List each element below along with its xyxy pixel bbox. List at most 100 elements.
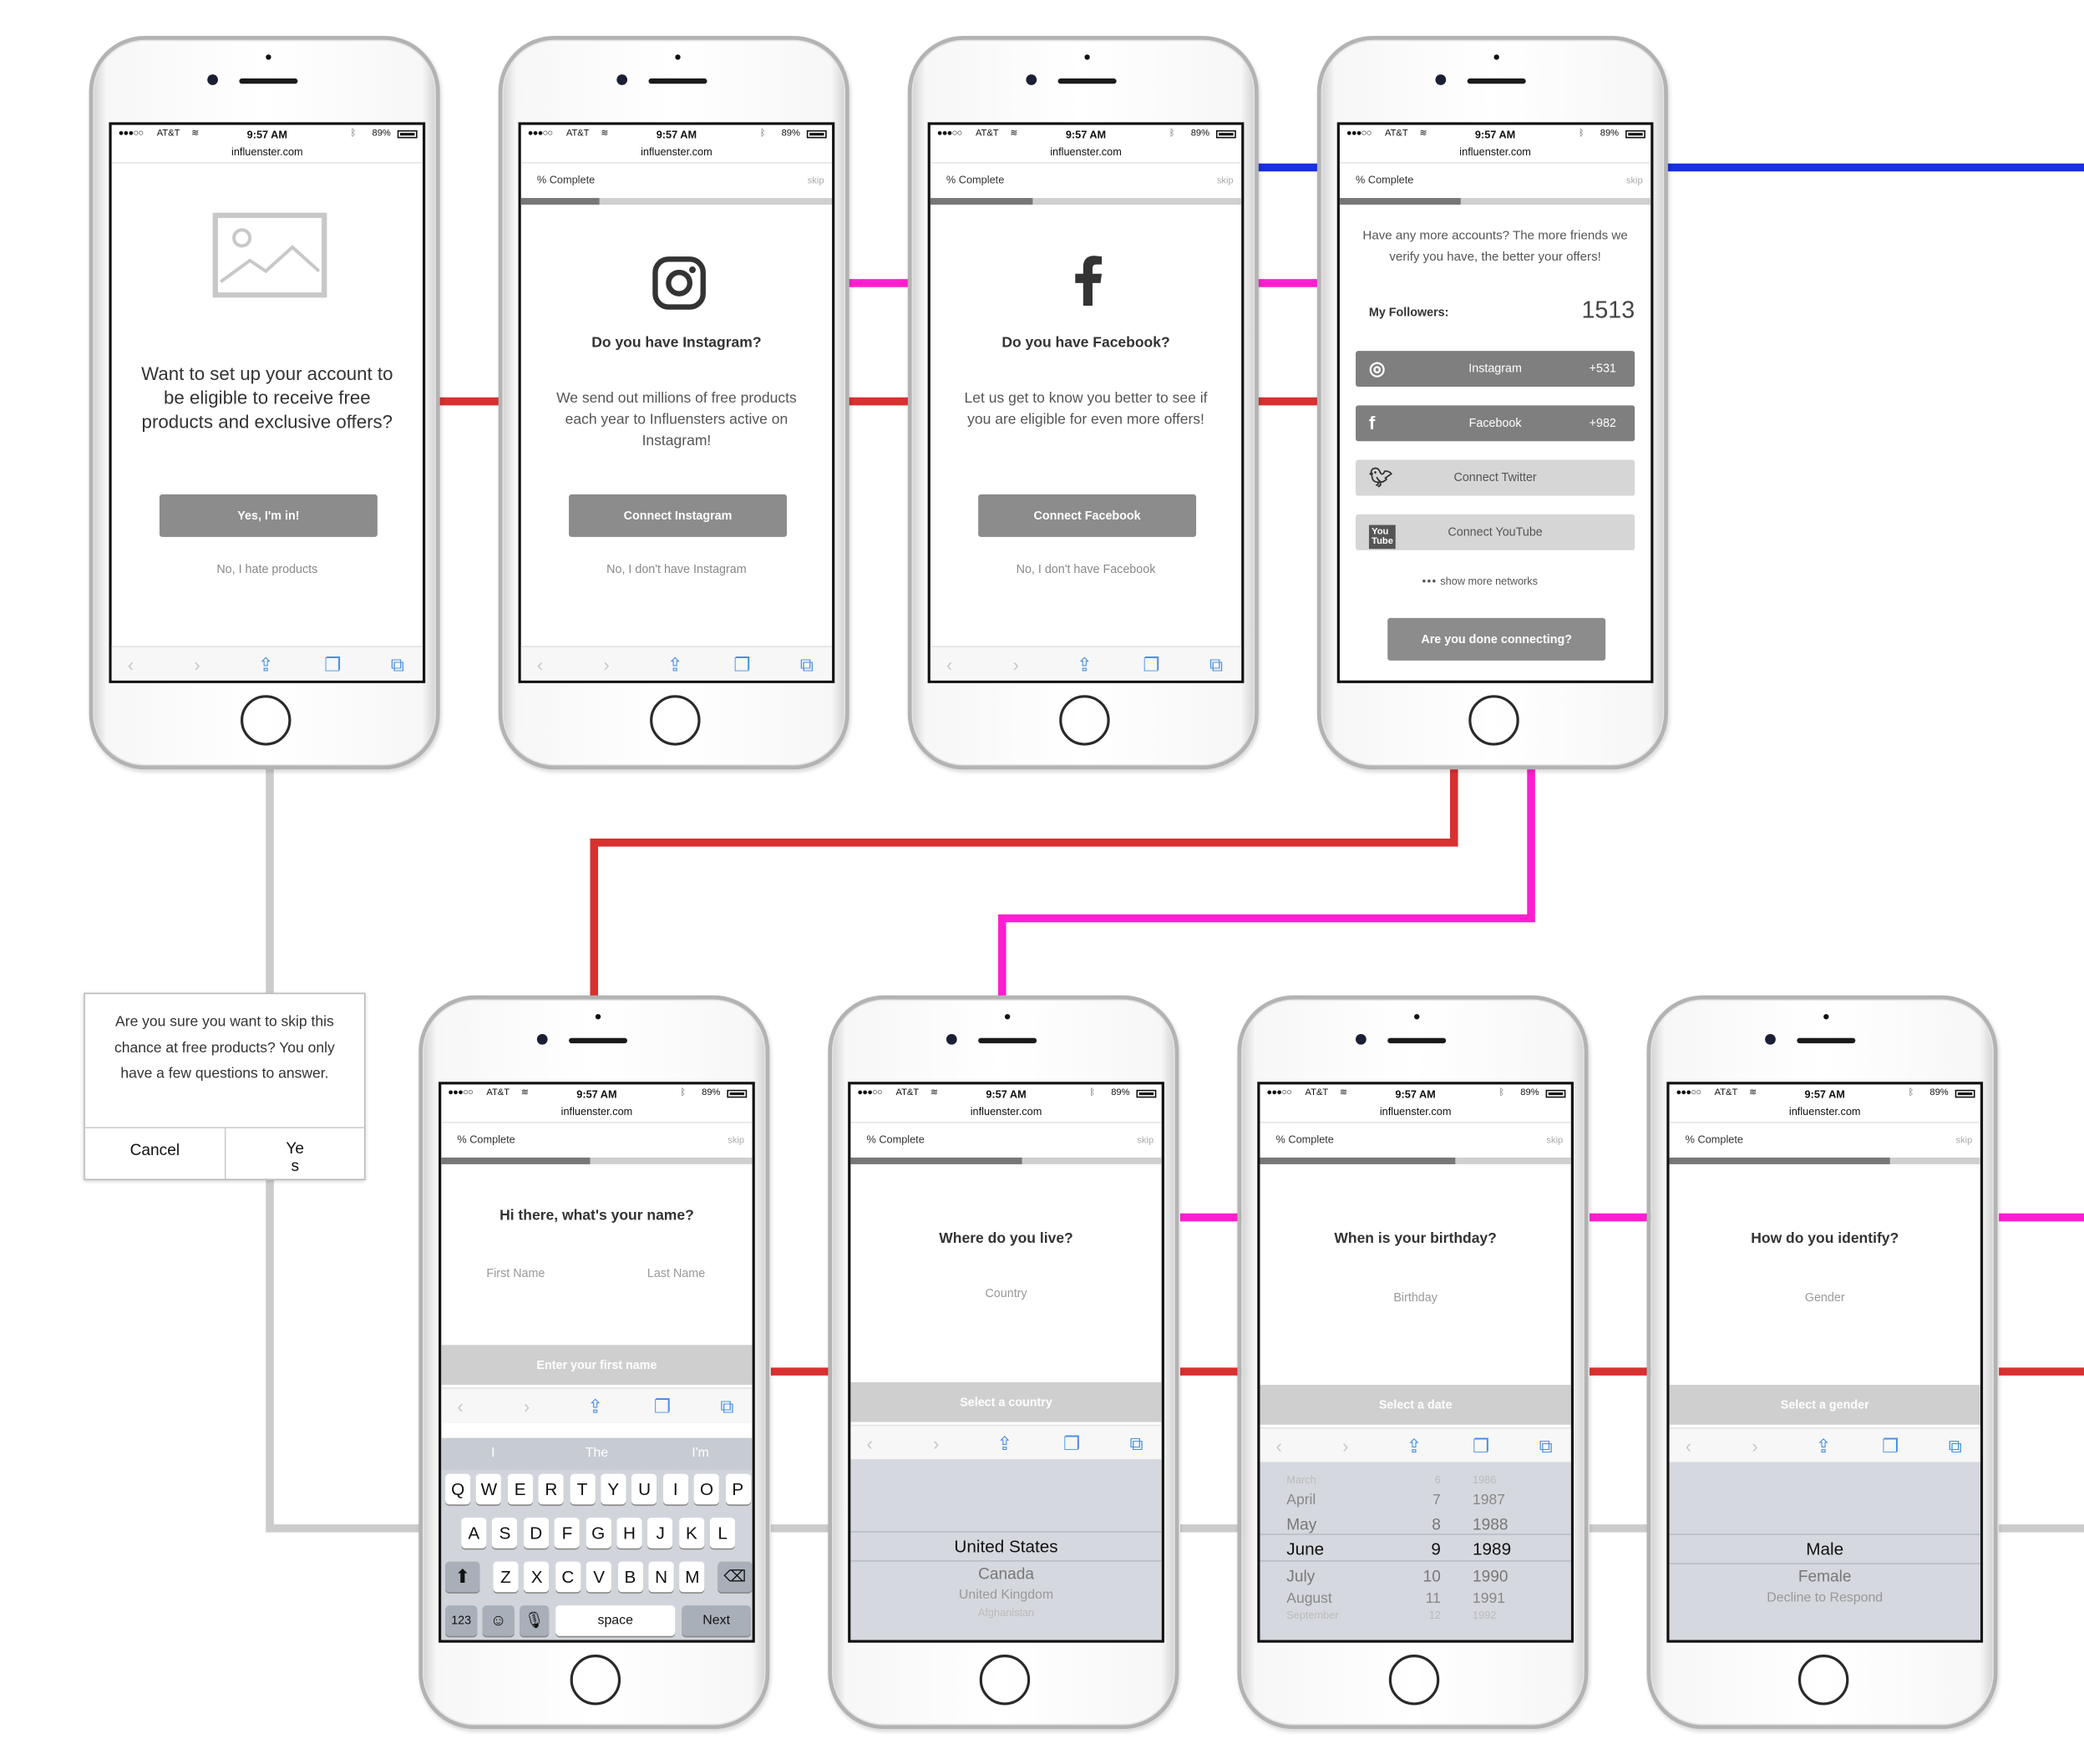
picker-option[interactable]: 1991 (1473, 1590, 1506, 1607)
picker-option[interactable]: September (1286, 1609, 1339, 1622)
picker-option[interactable]: 10 (1422, 1567, 1441, 1586)
key-r[interactable]: R (538, 1473, 564, 1505)
key-w[interactable]: W (476, 1473, 502, 1505)
picker-option[interactable]: July (1286, 1567, 1316, 1586)
share-icon[interactable]: ⇪ (667, 653, 683, 676)
picker-option-selected[interactable]: Male (1806, 1538, 1844, 1559)
gender-picker[interactable]: Male Female Decline to Respond (1669, 1462, 1980, 1640)
suggestion[interactable]: I (491, 1446, 495, 1461)
cancel-button[interactable]: Cancel (129, 1140, 180, 1159)
key-h[interactable]: H (616, 1518, 642, 1549)
suggestion[interactable]: The (585, 1446, 609, 1461)
key-n[interactable]: N (648, 1561, 674, 1593)
picker-option[interactable]: Female (1798, 1567, 1852, 1586)
home-button[interactable] (570, 1655, 621, 1706)
forward-icon[interactable]: › (194, 653, 200, 676)
home-button[interactable] (1468, 695, 1519, 746)
tabs-icon[interactable]: ⧉ (1209, 653, 1223, 676)
microphone-icon[interactable]: 🎙︎ (520, 1605, 550, 1636)
space-key[interactable]: space (555, 1605, 676, 1636)
key-j[interactable]: J (647, 1518, 673, 1549)
skip-link[interactable]: skip (807, 176, 824, 186)
picker-option-selected[interactable]: June (1286, 1538, 1325, 1559)
share-icon[interactable]: ⇪ (996, 1432, 1013, 1454)
url-bar[interactable]: influenster.com (1379, 1105, 1452, 1118)
picker-option[interactable]: 8 (1432, 1514, 1441, 1534)
key-l[interactable]: L (709, 1518, 736, 1549)
picker-option[interactable]: 1990 (1473, 1567, 1508, 1586)
home-button[interactable] (1059, 695, 1110, 746)
key-t[interactable]: T (569, 1473, 596, 1505)
back-icon[interactable]: ‹ (127, 653, 134, 676)
forward-icon[interactable]: › (1012, 653, 1019, 676)
country-field[interactable]: Country (985, 1286, 1027, 1300)
share-icon[interactable]: ⇪ (1076, 653, 1093, 676)
connect-twitter-button[interactable]: 🐦︎ Connect Twitter (1356, 459, 1635, 496)
url-bar[interactable]: influenster.com (641, 146, 712, 159)
back-icon[interactable]: ‹ (1685, 1435, 1692, 1457)
picker-option[interactable]: Canada (978, 1564, 1034, 1584)
home-button[interactable] (241, 695, 292, 746)
url-bar[interactable]: influenster.com (560, 1105, 633, 1118)
forward-icon[interactable]: › (603, 653, 610, 676)
facebook-network-row[interactable]: f Facebook +982 (1356, 405, 1635, 442)
numbers-key[interactable]: 123 (445, 1605, 478, 1636)
share-icon[interactable]: ⇪ (587, 1395, 603, 1417)
key-c[interactable]: C (555, 1561, 581, 1593)
bookmarks-icon[interactable]: ❐ (1882, 1435, 1899, 1457)
tabs-icon[interactable]: ⧉ (799, 653, 814, 676)
connect-facebook-button[interactable]: Connect Facebook (978, 494, 1197, 537)
bookmarks-icon[interactable]: ❐ (324, 653, 342, 676)
suggestion[interactable]: I'm (692, 1446, 709, 1461)
picker-option[interactable]: March (1286, 1473, 1316, 1486)
enter-first-name-button[interactable]: Enter your first name (441, 1345, 753, 1386)
birthday-field[interactable]: Birthday (1393, 1290, 1438, 1304)
home-button[interactable] (650, 695, 701, 746)
key-m[interactable]: M (679, 1561, 705, 1593)
key-f[interactable]: F (554, 1518, 581, 1549)
picker-option[interactable]: 6 (1434, 1473, 1441, 1486)
next-key[interactable]: Next (682, 1605, 752, 1636)
home-button[interactable] (1798, 1655, 1849, 1706)
skip-link[interactable]: skip (1137, 1136, 1154, 1146)
bookmarks-icon[interactable]: ❐ (653, 1395, 671, 1417)
skip-link[interactable]: skip (1546, 1136, 1564, 1146)
url-bar[interactable]: influenster.com (231, 146, 303, 159)
picker-option[interactable]: Afghanistan (977, 1606, 1035, 1620)
picker-option[interactable]: August (1286, 1590, 1332, 1607)
share-icon[interactable]: ⇪ (257, 653, 274, 676)
url-bar[interactable]: influenster.com (1050, 146, 1122, 159)
key-g[interactable]: G (586, 1518, 611, 1549)
yes-im-in-button[interactable]: Yes, I'm in! (159, 494, 378, 537)
key-s[interactable]: S (492, 1518, 518, 1549)
instagram-network-row[interactable]: ◎ Instagram +531 (1356, 351, 1635, 388)
picker-option[interactable]: April (1286, 1492, 1316, 1509)
bookmarks-icon[interactable]: ❐ (1062, 1432, 1080, 1454)
picker-option[interactable]: United Kingdom (958, 1588, 1054, 1603)
skip-link[interactable]: skip (1955, 1136, 1973, 1146)
back-icon[interactable]: ‹ (536, 653, 544, 676)
bookmarks-icon[interactable]: ❐ (1143, 653, 1160, 676)
key-y[interactable]: Y (601, 1473, 626, 1505)
home-button[interactable] (979, 1655, 1031, 1706)
forward-icon[interactable]: › (1752, 1435, 1758, 1457)
back-icon[interactable]: ‹ (866, 1432, 873, 1454)
key-v[interactable]: V (586, 1561, 612, 1593)
picker-option-selected[interactable]: United States (954, 1536, 1058, 1557)
skip-link[interactable]: skip (1625, 176, 1643, 186)
shift-icon[interactable]: ⬆ (445, 1561, 480, 1593)
key-p[interactable]: P (725, 1473, 751, 1505)
picker-option[interactable]: 1988 (1473, 1514, 1508, 1534)
forward-icon[interactable]: › (1342, 1435, 1349, 1457)
emoji-icon[interactable]: ☺ (482, 1605, 515, 1636)
picker-option[interactable]: 1992 (1473, 1609, 1497, 1622)
yes-button[interactable]: Yes (286, 1138, 305, 1175)
bookmarks-icon[interactable]: ❐ (733, 653, 751, 676)
key-a[interactable]: A (461, 1518, 487, 1549)
done-connecting-button[interactable]: Are you done connecting? (1387, 617, 1606, 661)
key-o[interactable]: O (693, 1473, 720, 1505)
picker-option[interactable]: May (1286, 1514, 1317, 1534)
backspace-icon[interactable]: ⌫ (717, 1561, 753, 1593)
share-icon[interactable]: ⇪ (1406, 1435, 1422, 1457)
picker-option[interactable]: 11 (1425, 1590, 1441, 1607)
